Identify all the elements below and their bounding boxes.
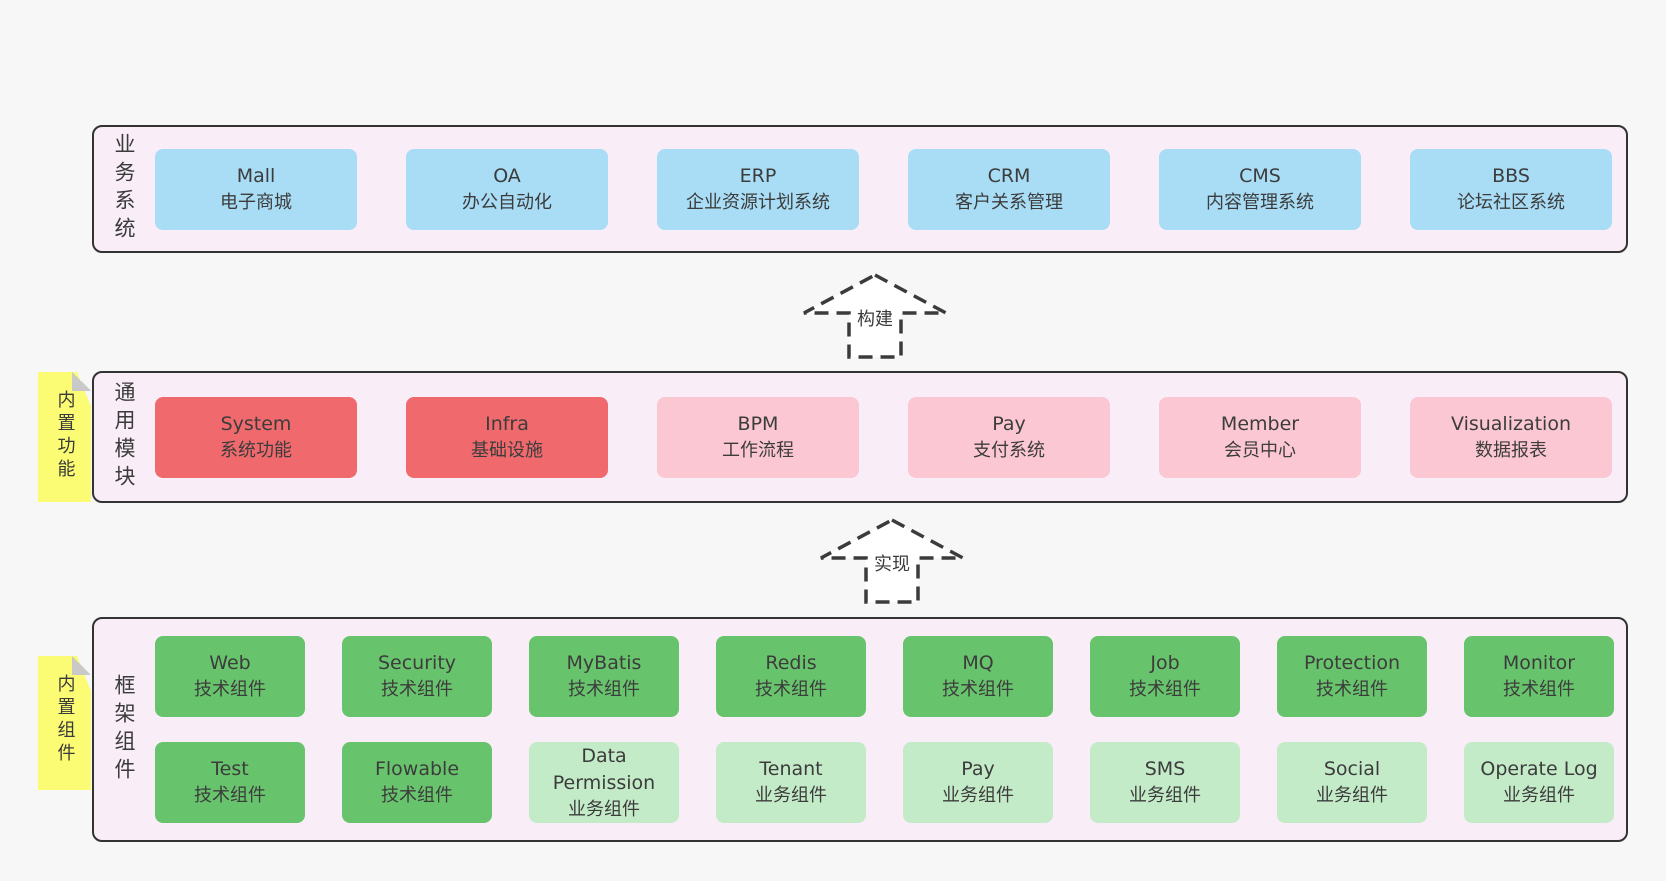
arrow-build-label: 构建 bbox=[854, 303, 896, 333]
box-bpm: BPM 工作流程 bbox=[657, 396, 859, 478]
box-mq: MQ 技术组件 bbox=[903, 636, 1053, 717]
box-flowable: Flowable 技术组件 bbox=[342, 742, 492, 823]
box-security: Security 技术组件 bbox=[342, 636, 492, 717]
box-visualization: Visualization 数据报表 bbox=[1410, 396, 1612, 478]
box-operate-log: Operate Log 业务组件 bbox=[1464, 742, 1614, 823]
box-crm: CRM 客户关系管理 bbox=[908, 148, 1110, 230]
sticky-note-built-in-features: 内置功能 bbox=[38, 372, 91, 502]
sticky-note-built-in-components-label: 内置组件 bbox=[54, 674, 76, 766]
box-job: Job 技术组件 bbox=[1090, 636, 1240, 717]
box-oa: OA 办公自动化 bbox=[406, 148, 608, 230]
box-pay-biz: Pay 业务组件 bbox=[903, 742, 1053, 823]
folded-corner-icon bbox=[72, 372, 91, 391]
box-cms: CMS 内容管理系统 bbox=[1159, 148, 1361, 230]
box-member: Member 会员中心 bbox=[1159, 396, 1361, 478]
box-tenant: Tenant 业务组件 bbox=[716, 742, 866, 823]
box-bbs: BBS 论坛社区系统 bbox=[1410, 148, 1612, 230]
box-data-permission: Data Permission 业务组件 bbox=[529, 742, 679, 823]
arrow-implement: 实现 bbox=[817, 517, 967, 605]
box-protection: Protection 技术组件 bbox=[1277, 636, 1427, 717]
folded-corner-icon bbox=[72, 656, 91, 675]
sticky-note-built-in-features-label: 内置功能 bbox=[54, 390, 76, 482]
box-mall: Mall 电子商城 bbox=[155, 148, 357, 230]
box-sms: SMS 业务组件 bbox=[1090, 742, 1240, 823]
box-web: Web 技术组件 bbox=[155, 636, 305, 717]
panel-business-systems: 业务系统 Mall 电子商城 OA 办公自动化 ERP 企业资源计划系统 CRM… bbox=[92, 125, 1628, 253]
box-infra: Infra 基础设施 bbox=[406, 396, 608, 478]
box-social: Social 业务组件 bbox=[1277, 742, 1427, 823]
box-monitor: Monitor 技术组件 bbox=[1464, 636, 1614, 717]
sticky-note-built-in-components: 内置组件 bbox=[38, 656, 91, 790]
box-pay: Pay 支付系统 bbox=[908, 396, 1110, 478]
box-redis: Redis 技术组件 bbox=[716, 636, 866, 717]
box-test: Test 技术组件 bbox=[155, 742, 305, 823]
panel-framework-components-label: 框架组件 bbox=[112, 673, 136, 786]
panel-framework-components: 框架组件 Web 技术组件 Security 技术组件 MyBatis 技术组件… bbox=[92, 617, 1628, 842]
panel-common-modules-label: 通用模块 bbox=[112, 381, 136, 493]
panel-business-systems-label: 业务系统 bbox=[112, 133, 136, 245]
arrow-build: 构建 bbox=[800, 272, 950, 360]
box-system: System 系统功能 bbox=[155, 396, 357, 478]
panel-common-modules: 通用模块 System 系统功能 Infra 基础设施 BPM 工作流程 Pay… bbox=[92, 371, 1628, 503]
arrow-implement-label: 实现 bbox=[871, 548, 913, 578]
box-mybatis: MyBatis 技术组件 bbox=[529, 636, 679, 717]
box-erp: ERP 企业资源计划系统 bbox=[657, 148, 859, 230]
